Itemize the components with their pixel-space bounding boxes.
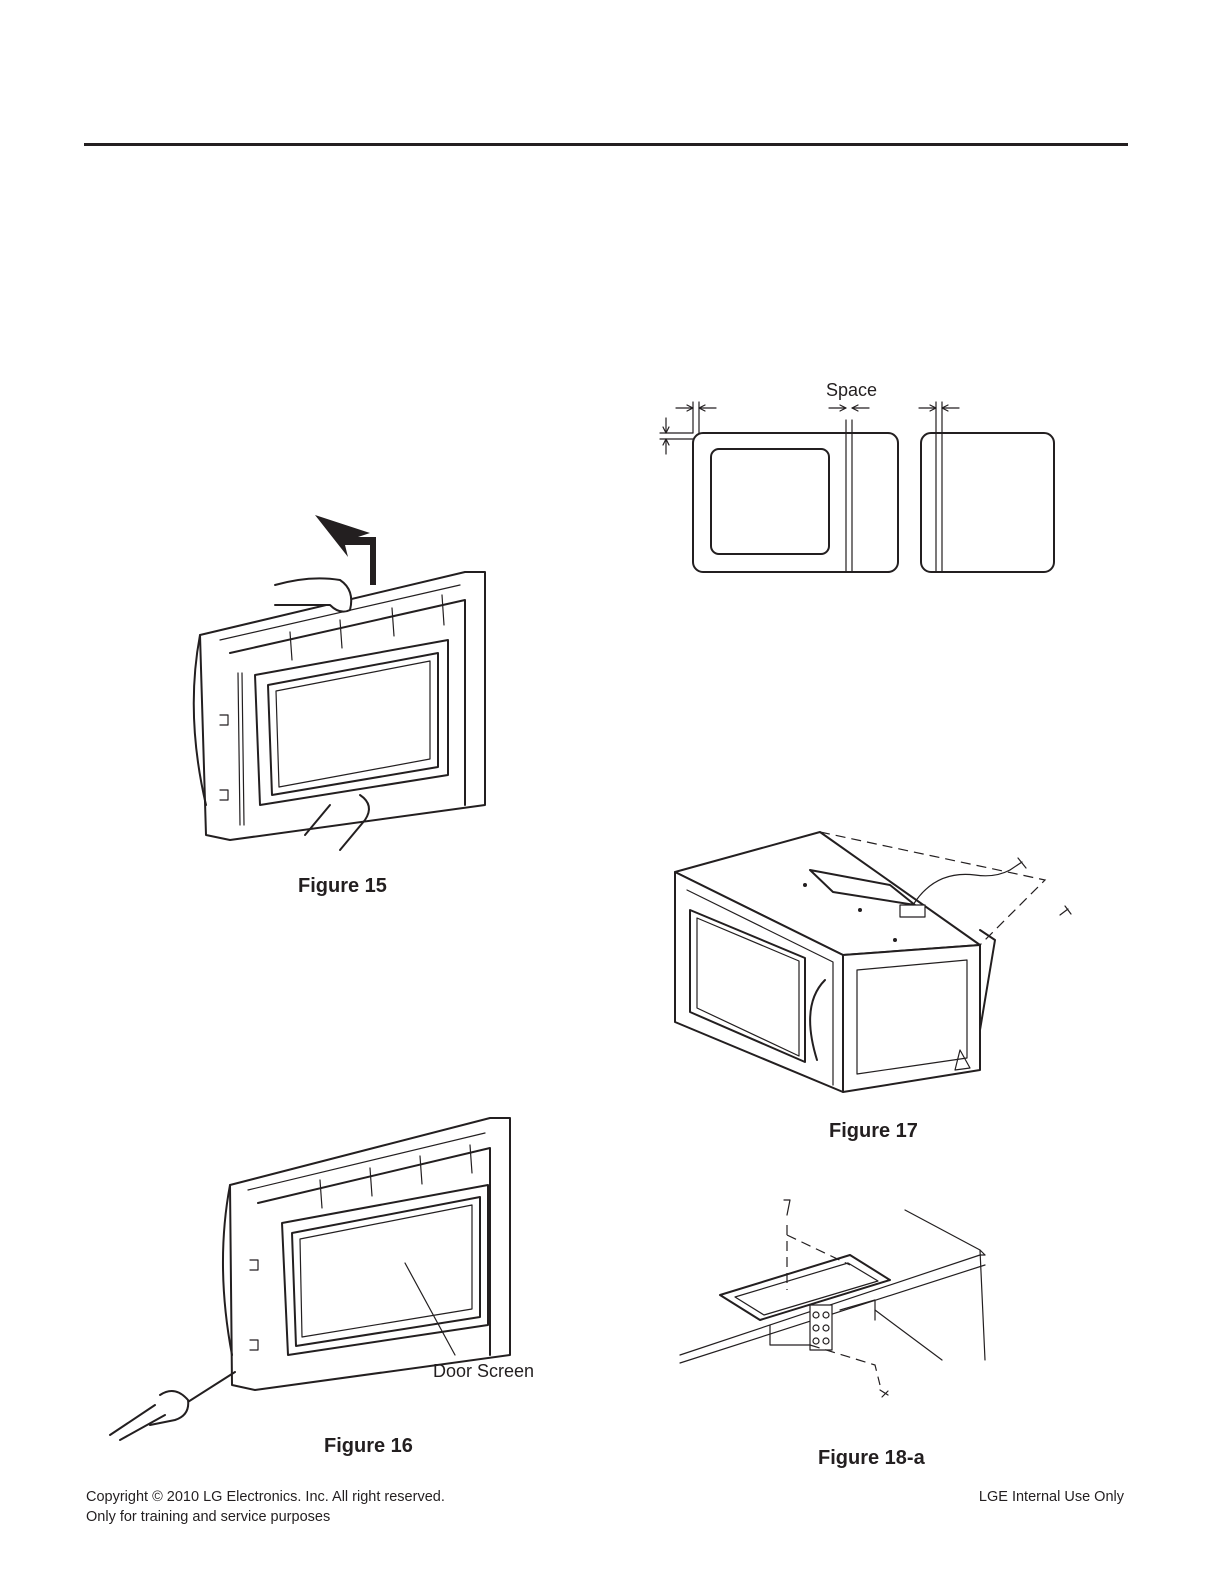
figure-15-caption: Figure 15 — [298, 875, 387, 898]
figure-16-caption: Figure 16 — [324, 1435, 413, 1458]
figure-18a-illustration — [680, 1195, 1000, 1405]
footer-purpose: Only for training and service purposes — [86, 1507, 445, 1527]
figure-17-caption: Figure 17 — [829, 1120, 918, 1143]
footer-copyright: Copyright © 2010 LG Electronics. Inc. Al… — [86, 1487, 445, 1507]
figure-16-illustration — [110, 1115, 530, 1440]
header-rule — [84, 143, 1128, 146]
space-label: Space — [826, 380, 877, 401]
figure-18a-caption: Figure 18-a — [818, 1447, 925, 1470]
footer-internal: LGE Internal Use Only — [979, 1487, 1124, 1507]
space-diagram — [660, 400, 1060, 580]
footer-left: Copyright © 2010 LG Electronics. Inc. Al… — [86, 1487, 445, 1527]
figure-15-illustration — [180, 505, 500, 870]
figure-17-illustration — [665, 830, 1085, 1100]
door-screen-label: Door Screen — [433, 1361, 534, 1382]
